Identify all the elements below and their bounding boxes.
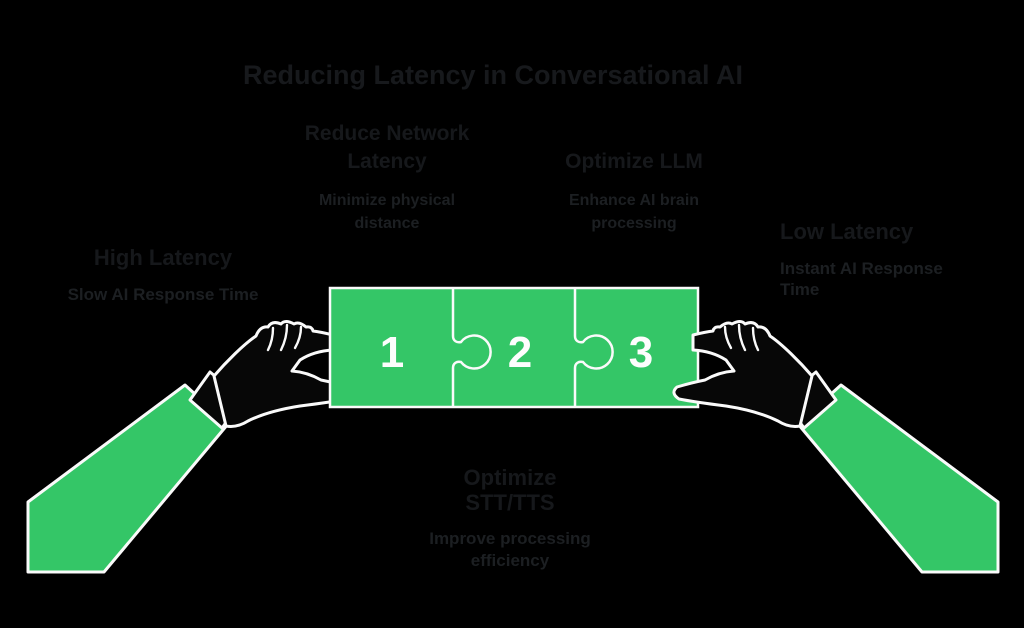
label-subtitle: Minimize physical distance [318, 192, 456, 232]
puzzle-strip: 1 2 3 [328, 286, 700, 409]
label-subtitle: Slow AI Response Time [67, 285, 259, 304]
puzzle-divider-2 [573, 289, 614, 406]
label-reduce-network-latency: Reduce Network Latency Minimize physical… [297, 120, 477, 235]
label-heading: Optimize LLM [565, 150, 703, 173]
label-low-latency: Low Latency Instant AI Response Time [780, 217, 948, 300]
puzzle-divider-1 [451, 289, 492, 406]
label-optimize-llm: Optimize LLM Enhance AI brain processing [544, 148, 724, 235]
puzzle-piece-number-1: 1 [380, 328, 404, 377]
puzzle-piece-number-3: 3 [629, 328, 653, 377]
label-subtitle: Enhance AI brain processing [568, 192, 700, 232]
puzzle-piece-number-2: 2 [508, 328, 532, 377]
label-subtitle: Instant AI Response Time [780, 259, 943, 299]
label-subtitle: Improve processing efficiency [429, 529, 591, 570]
right-arm-hand [672, 320, 1000, 574]
label-heading: High Latency [93, 245, 233, 270]
left-arm-hand [26, 320, 354, 574]
label-heading: Low Latency [780, 219, 914, 244]
label-optimize-stt-tts: Optimize STT/TTS Improve processing effi… [420, 465, 600, 572]
label-high-latency: High Latency Slow AI Response Time [48, 243, 278, 306]
label-heading: Optimize STT/TTS [463, 465, 557, 515]
label-heading: Reduce Network Latency [304, 122, 470, 173]
puzzle-board [328, 286, 700, 409]
diagram-title: Reducing Latency in Conversational AI [242, 60, 744, 90]
